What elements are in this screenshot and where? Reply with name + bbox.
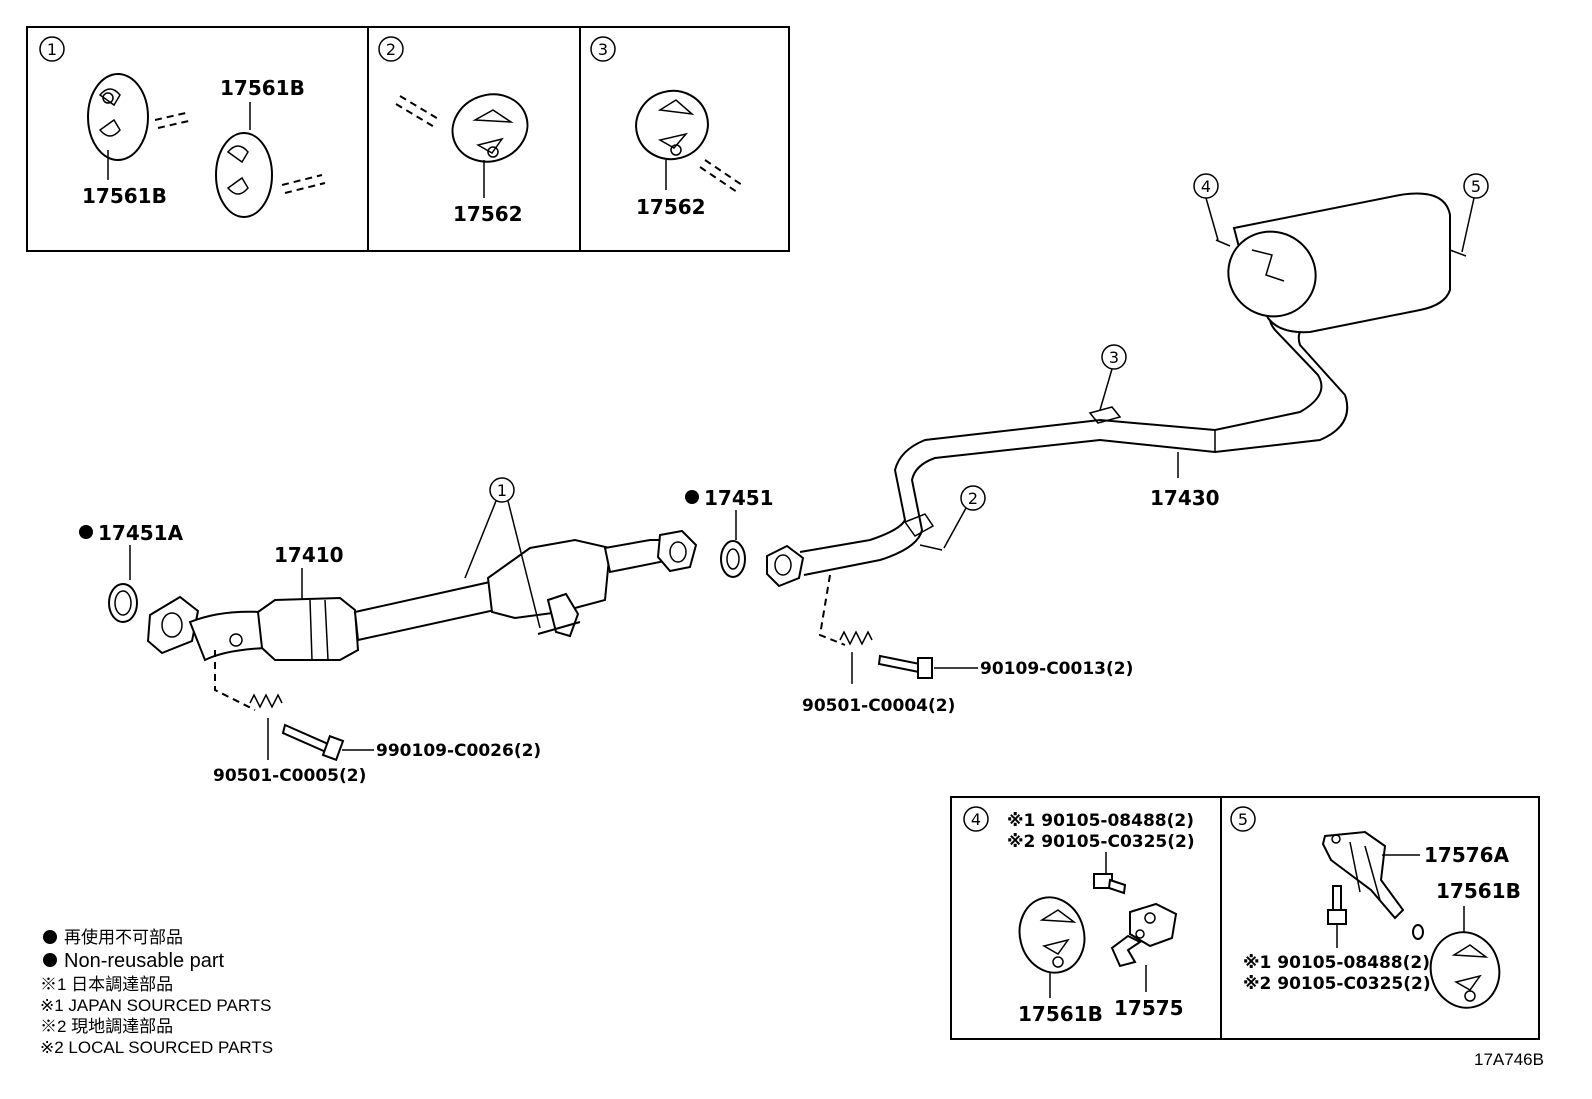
inset-5-hanger-label: 17561B [1436,879,1521,903]
svg-text:4: 4 [1201,177,1211,196]
inset-panel-4: 4 ※1 90105-08488(2) ※2 90105-C0325(2) 17… [950,796,1222,1040]
illustration-id: 17A746B [1474,1050,1544,1069]
bolt-icon [1327,885,1347,925]
svg-text:5: 5 [1471,177,1481,196]
spring-mid-label: 90501-C0004(2) [802,696,955,716]
callout-1-main: 1 [464,477,541,629]
legend: 再使用不可部品 Non-reusable part ※1 日本調達部品 ※1 J… [40,927,273,1057]
callout-2-main: 2 [943,485,986,549]
converter-label: 17410 [274,543,344,567]
hanger-rod-icon [281,174,326,194]
bolt-icon [877,654,922,674]
catalytic-converter-assembly: 17410 [146,529,698,662]
gasket-ring-icon [108,583,138,623]
rubber-hanger-icon [635,89,709,161]
inset-5-bolt-note-2: ※2 90105-C0325(2) [1243,974,1431,994]
mid-fastener-group: 90501-C0004(2) 90109-C0013(2) [802,574,1133,716]
legend-note1-jp: ※1 日本調達部品 [40,975,173,994]
hanger-bracket-icon [1321,830,1424,940]
inset-5-bolt-note-1: ※1 90105-08488(2) [1243,953,1430,973]
inset-4-hanger-label: 17561B [1018,1002,1103,1026]
gasket-front-label: 17451A [98,521,184,545]
callout-circle-1 [39,36,65,62]
inset-2-label: 17562 [453,202,523,226]
callout-4-main: 4 [1193,173,1219,241]
legend-note1-en: ※1 JAPAN SOURCED PARTS [40,996,272,1015]
inset-4-bracket-label: 17575 [1114,996,1184,1020]
spring-front-label: 90501-C0005(2) [213,766,366,786]
nonreusable-dot-icon [79,525,93,539]
front-fastener-group: 90501-C0005(2) 990109-C0026(2) [213,650,541,786]
inset-1-label-a: 17561B [82,184,167,208]
callout-5-main: 5 [1461,173,1489,253]
legend-note2-jp: ※2 現地調達部品 [40,1017,173,1036]
flange-icon [146,595,200,655]
inset-panel-2: 2 17562 [367,26,581,252]
hanger-bracket-icon [1110,902,1178,968]
legend-nonreusable-en: Non-reusable part [64,950,225,972]
gasket-mid: 17451 [685,486,774,578]
nonreusable-dot-icon [43,930,57,944]
bolt-icon [281,723,330,754]
inset-4-bolt-note-1: ※1 90105-08488(2) [1007,811,1194,831]
callout-circle-3 [590,36,616,62]
rubber-hanger-icon [1429,931,1501,1009]
callout-circle-2 [378,36,404,62]
svg-text:2: 2 [968,489,978,508]
tail-pipe-assembly: 17430 [766,192,1467,588]
flange-icon [766,544,805,588]
nonreusable-dot-icon [685,490,699,504]
bolt-icon [1093,873,1127,895]
callout-3-main: 3 [1099,344,1127,411]
rubber-hanger-icon [1018,896,1086,974]
hanger-rod-icon [395,95,441,129]
gasket-front: 17451A [79,521,184,623]
svg-text:1: 1 [497,481,507,500]
svg-text:3: 3 [1109,348,1119,367]
rubber-hanger-icon [87,73,149,161]
inset-1-number: 1 [47,40,57,59]
gasket-ring-icon [720,540,746,578]
hanger-rod-icon [154,111,194,129]
inset-3-number: 3 [598,40,608,59]
spring-icon [249,693,283,709]
legend-note2-en: ※2 LOCAL SOURCED PARTS [40,1038,273,1057]
rubber-hanger-icon [451,93,529,163]
flange-icon [656,529,698,573]
inset-5-bracket-label: 17576A [1424,843,1510,867]
hanger-rod-icon [699,159,743,193]
bolt-front-label: 990109-C0026(2) [376,741,541,761]
inset-1-label-b: 17561B [220,76,305,100]
inset-5-number: 5 [1238,810,1248,829]
inset-4-bolt-note-2: ※2 90105-C0325(2) [1007,832,1195,852]
inset-panel-1: 1 17561B 17561B [26,26,369,252]
nonreusable-dot-icon [43,953,57,967]
rubber-hanger-icon [215,132,273,218]
bolt-mid-label: 90109-C0013(2) [980,659,1133,679]
legend-nonreusable-jp: 再使用不可部品 [64,927,183,947]
inset-panel-3: 3 17562 [579,26,790,252]
inset-4-number: 4 [971,810,981,829]
gasket-mid-label: 17451 [704,486,774,510]
inset-panel-5: 5 17576A ※1 90105-08488(2) ※2 90105-C032… [1220,796,1540,1040]
tail-pipe-label: 17430 [1150,486,1220,510]
spring-icon [839,630,873,646]
inset-3-label: 17562 [636,195,706,219]
inset-2-number: 2 [386,40,396,59]
